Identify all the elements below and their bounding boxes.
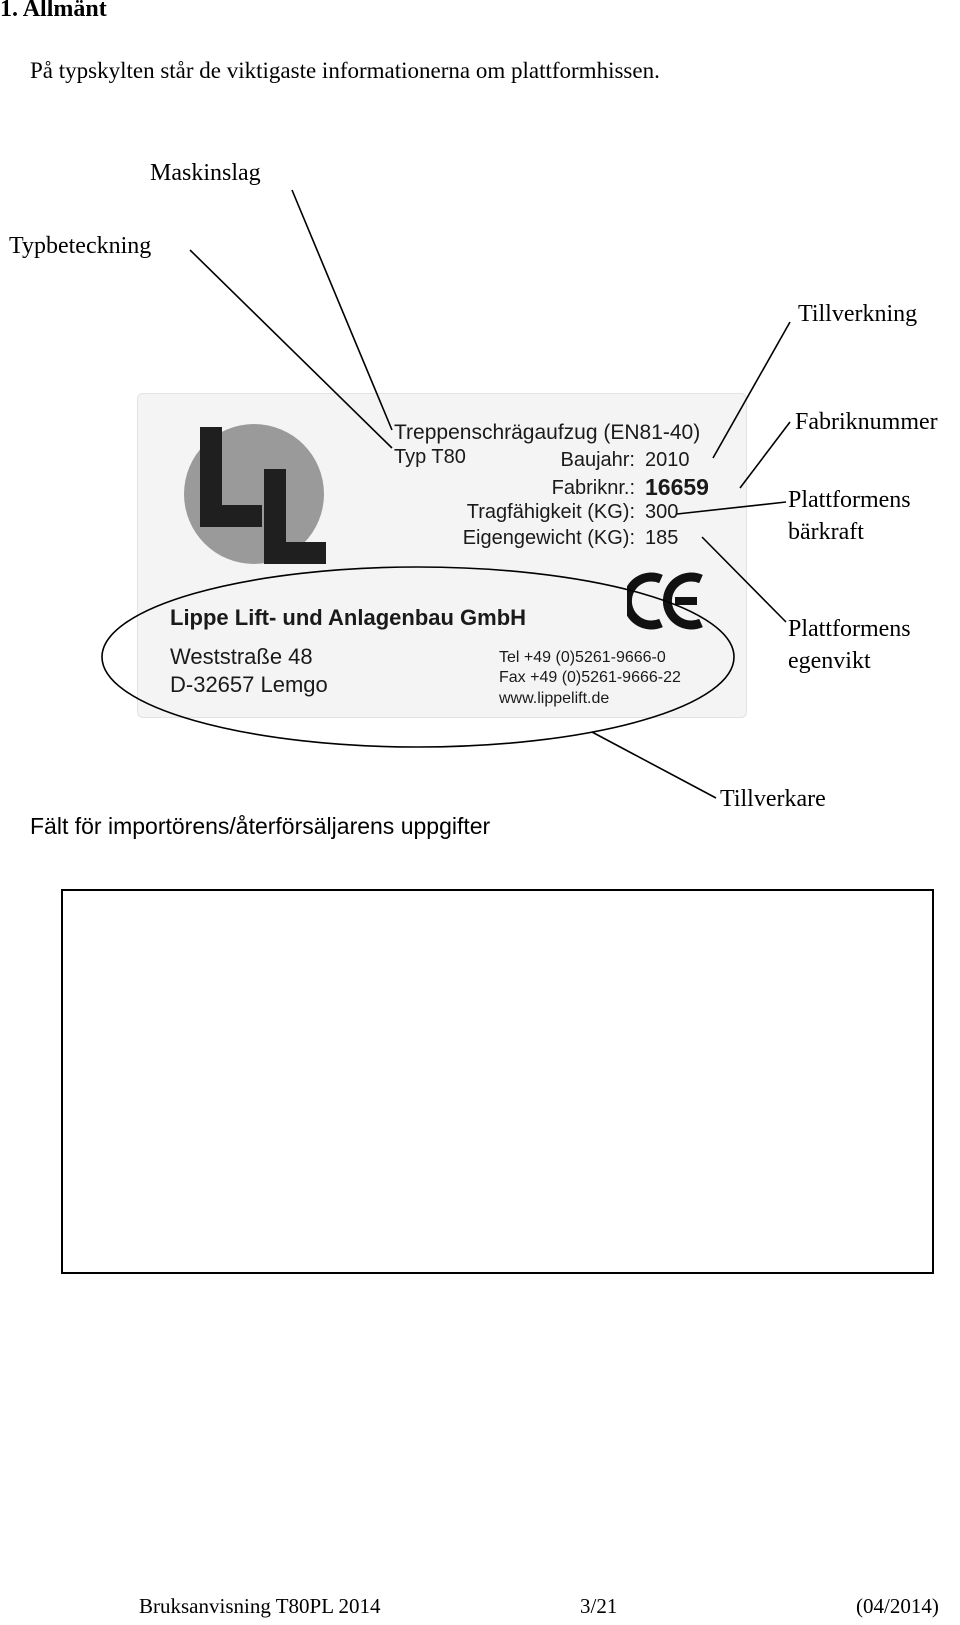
type-plate: Treppenschrägaufzug (EN81-40) Typ T80 Ba… bbox=[137, 393, 747, 718]
plate-fax: Fax +49 (0)5261-9666-22 bbox=[499, 669, 681, 686]
callout-fabriknummer: Fabriknummer bbox=[795, 409, 938, 435]
callout-barkraft-line1: Plattformens bbox=[788, 487, 911, 513]
leader-fabriknummer bbox=[739, 421, 791, 489]
callout-importor: Fält för importörens/återförsäljarens up… bbox=[30, 813, 491, 839]
callout-barkraft-line2: bärkraft bbox=[788, 519, 864, 545]
section-number: 1. bbox=[0, 0, 18, 22]
callout-tillverkning: Tillverkning bbox=[798, 301, 918, 327]
plate-company: Lippe Lift- und Anlagenbau GmbH bbox=[170, 605, 527, 630]
footer-page: 3/21 bbox=[580, 1594, 618, 1618]
footer-doc: Bruksanvisning T80PL 2014 bbox=[139, 1594, 381, 1618]
importer-field-box[interactable] bbox=[61, 889, 934, 1274]
plate-typ: Typ T80 bbox=[394, 446, 466, 468]
leader-tillverkare bbox=[591, 731, 717, 799]
plate-tragfahigkeit-label: Tragfähigkeit (KG): bbox=[466, 501, 635, 523]
section-title: Allmänt bbox=[22, 0, 107, 22]
plate-baujahr-value: 2010 bbox=[645, 449, 690, 471]
plate-tragfahigkeit-value: 300 bbox=[645, 501, 679, 523]
callout-maskinslag: Maskinslag bbox=[150, 160, 261, 186]
plate-fabriknr-label: Fabriknr.: bbox=[551, 477, 635, 499]
section-heading: 1. Allmänt bbox=[0, 0, 107, 23]
plate-tel: Tel +49 (0)5261-9666-0 bbox=[499, 649, 666, 666]
callout-barkraft: Plattformens bärkraft bbox=[788, 484, 911, 548]
callout-egenvikt-line1: Plattformens bbox=[788, 616, 911, 642]
callout-tillverkare: Tillverkare bbox=[720, 786, 826, 812]
callout-egenvikt: Plattformens egenvikt bbox=[788, 613, 911, 677]
callout-egenvikt-line2: egenvikt bbox=[788, 648, 871, 674]
lippe-lift-logo bbox=[184, 424, 326, 564]
ce-mark-icon bbox=[627, 572, 703, 630]
callout-typbeteckning: Typbeteckning bbox=[9, 233, 152, 259]
intro-text: På typskylten står de viktigaste informa… bbox=[30, 58, 660, 83]
plate-type-line: Treppenschrägaufzug (EN81-40) bbox=[394, 421, 701, 444]
footer-date: (04/2014) bbox=[856, 1594, 939, 1618]
plate-baujahr-label: Baujahr: bbox=[560, 449, 636, 471]
plate-city: D-32657 Lemgo bbox=[170, 672, 328, 697]
plate-street: Weststraße 48 bbox=[170, 644, 313, 669]
plate-eigengewicht-label: Eigengewicht (KG): bbox=[462, 527, 635, 549]
plate-eigengewicht-value: 185 bbox=[645, 527, 679, 549]
plate-web: www.lippelift.de bbox=[499, 690, 610, 707]
plate-fabriknr-value: 16659 bbox=[645, 474, 709, 500]
